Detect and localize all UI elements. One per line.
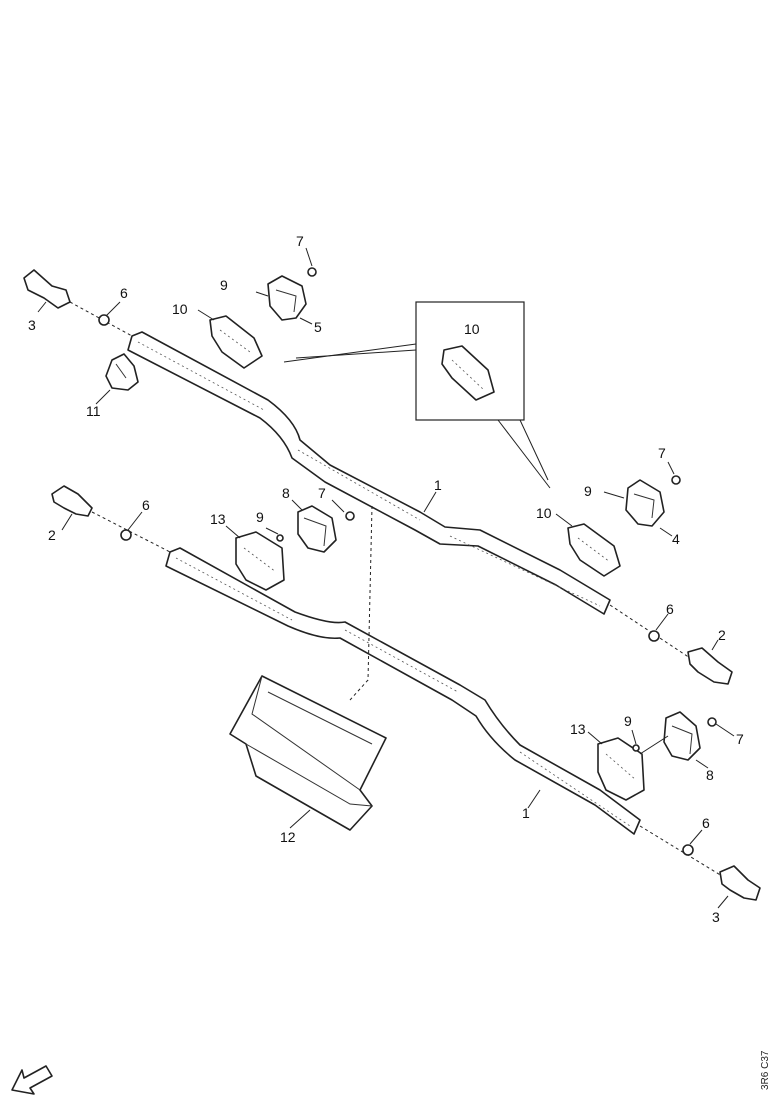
callout-10-inset: 10 [464,321,480,337]
callout-6-b: 6 [142,497,150,513]
callout-12: 12 [280,829,296,845]
callout-1-lower: 1 [522,805,530,821]
callout-6-c: 6 [666,601,674,617]
callout-7-a: 7 [296,233,304,249]
callout-8-a: 8 [282,485,290,501]
callout-2-right: 2 [718,627,726,643]
leader-6d [689,829,703,845]
direction-arrow-icon [11,1065,53,1095]
bracket-11 [95,353,139,405]
callout-10-b: 10 [536,505,552,521]
mount-8-left [291,499,355,553]
upper-rail [127,331,611,615]
callout-9-d: 9 [624,713,632,729]
bracket-3-upper [23,269,71,313]
callout-11: 11 [86,403,101,419]
tray-12 [229,675,387,831]
callout-7-b: 7 [658,445,666,461]
callout-10-a: 10 [172,301,188,317]
bracket-2-right [687,639,733,685]
pad-10-upper [197,309,263,369]
callout-2-left: 2 [48,527,56,543]
bracket-3-lower [717,865,761,909]
callout-13-a: 13 [210,511,226,527]
bracket-2-left [51,485,93,531]
callout-3-lower: 3 [712,909,720,925]
leader-1-upper [423,491,437,513]
callout-9-c: 9 [256,509,264,525]
mount-4 [603,461,681,537]
pad-10-right [555,513,621,577]
callout-5: 5 [314,319,322,335]
callout-4: 4 [672,531,680,547]
callout-1-upper: 1 [434,477,442,493]
callout-13-b: 13 [570,721,586,737]
callout-7-c: 7 [318,485,326,501]
washers-6 [98,314,694,856]
lower-rail [165,547,641,835]
mount-5 [255,247,317,325]
callout-6-a: 6 [120,285,128,301]
mount-8-right [663,711,735,769]
leader-6a [105,301,121,317]
callout-8-b: 8 [706,767,714,783]
sheet-code: 3R6 C37 [760,1050,771,1090]
leader-1-lower [527,789,541,809]
callout-9-a: 9 [220,277,228,293]
callout-7-d: 7 [736,731,744,747]
plate-13-left [225,525,285,591]
leader-6c [655,613,669,631]
axis-lines [69,301,723,877]
inset-detail [283,301,551,489]
plate-13-right [587,729,669,801]
callout-6-d: 6 [702,815,710,831]
callout-3-upper: 3 [28,317,36,333]
leader-6b [127,511,143,531]
callout-9-b: 9 [584,483,592,499]
